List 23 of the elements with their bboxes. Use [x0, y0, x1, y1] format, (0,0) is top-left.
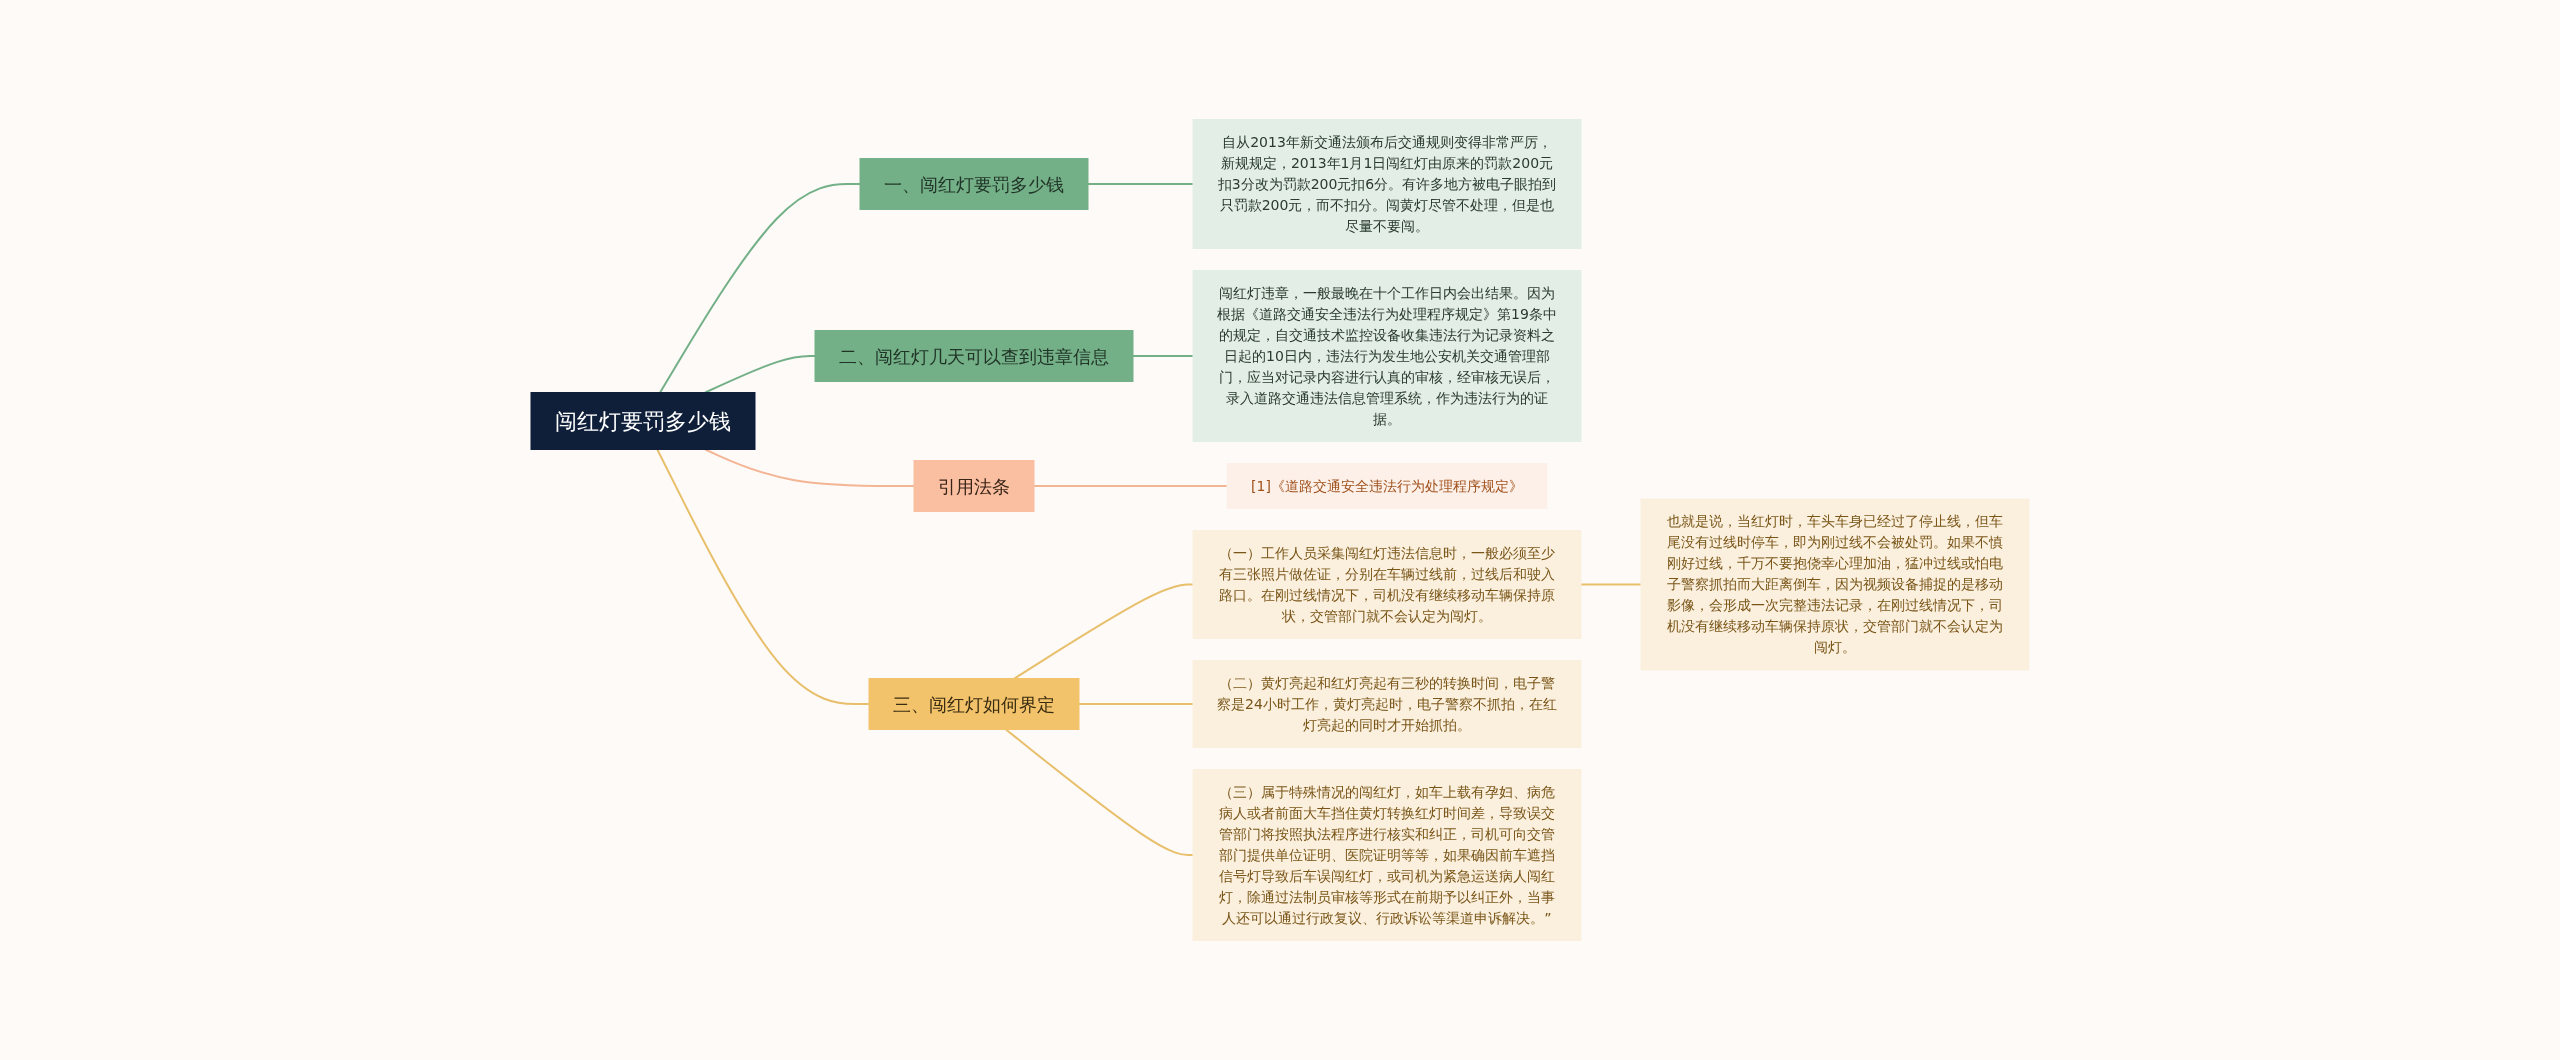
- connector: [1013, 583, 1194, 680]
- node-box: （二）黄灯亮起和红灯亮起有三秒的转换时间，电子警察是24小时工作，黄灯亮起时，电子警察不抓拍，在红灯亮起的同时才开始抓拍。: [1192, 660, 1582, 748]
- connector: [1033, 485, 1229, 487]
- node-box: （一）工作人员采集闯红灯违法信息时，一般必须至少有三张照片做佐证，分别在车辆过线前，过线后和驶入路口。在刚过线情况下，司机没有继续移动车辆保持原状，交管部门就不会认定为闯灯。: [1192, 530, 1582, 639]
- node-box: [1]《道路交通安全违法行为处理程序规定》: [1226, 463, 1548, 509]
- connector: [656, 448, 870, 705]
- connector: [1078, 703, 1194, 705]
- connector: [1004, 728, 1194, 856]
- connector: [1087, 183, 1194, 185]
- node-box: 闯红灯违章，一般最晚在十个工作日内会出结果。因为根据《道路交通安全违法行为处理程序规定》第19条中的规定，自交通技术监控设备收集违法行为记录资料之日起的10日内，违法行为发生地公安机关交通管理部门，应当对记录内容进行认真的审核，经审核无误后，录入道路交通违法信息管理系统，作为违法行为的证据。: [1192, 270, 1582, 442]
- connector: [1580, 583, 1642, 586]
- node-box: 三、闯红灯如何界定: [868, 678, 1080, 730]
- node-box: 引用法条: [913, 460, 1035, 512]
- node-box: 自从2013年新交通法颁布后交通规则变得非常严厉，新规规定，2013年1月1日闯红灯由原来的罚款200元扣3分改为罚款200元扣6分。有许多地方被电子眼拍到只罚款200元，而不扣分。闯黄灯尽管不处理，但是也尽量不要闯。: [1192, 119, 1582, 249]
- node-box: 也就是说，当红灯时，车头车身已经过了停止线，但车尾没有过线时停车，即为刚过线不会被处罚。如果不慎刚好过线，千万不要抱侥幸心理加油，猛冲过线或怕电子警察抓拍而大距离倒车，因为视频设备捕捉的是移动影像，会形成一次完整违法记录，在刚过线情况下，司机没有继续移动车辆保持原状，交管部门就不会认定为闯灯。: [1640, 498, 2030, 671]
- connector: [704, 448, 915, 487]
- node-box: （三）属于特殊情况的闯红灯，如车上载有孕妇、病危病人或者前面大车挡住黄灯转换红灯时间差，导致误交管部门将按照执法程序进行核实和纠正，司机可向交管部门提供单位证明、医院证明等等，如果确因前车遮挡信号灯导致后车误闯红灯，或司机为紧急运送病人闯红灯，除通过法制员审核等形式在前期予以纠正外，当事人还可以通过行政复议、行政诉讼等渠道申诉解决。”: [1192, 769, 1582, 941]
- connector: [659, 183, 861, 394]
- node-box: 闯红灯要罚多少钱: [530, 392, 756, 450]
- node-box: 一、闯红灯要罚多少钱: [859, 158, 1089, 210]
- connector: [704, 355, 816, 394]
- node-box: 二、闯红灯几天可以查到违章信息: [814, 330, 1134, 382]
- connector: [1132, 355, 1194, 357]
